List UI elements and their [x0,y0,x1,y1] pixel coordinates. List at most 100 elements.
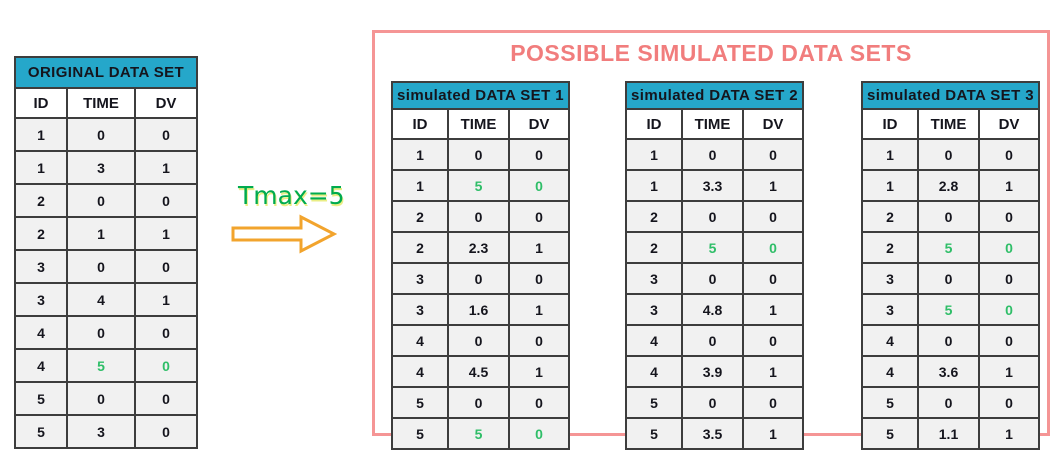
id-cell: 4 [14,348,68,383]
id-cell: 2 [861,231,919,264]
dv-cell: 0 [134,414,198,449]
id-cell: 4 [625,355,683,388]
dv-cell: 0 [741,138,805,171]
id-cell: 2 [14,183,68,218]
time-cell: 5 [447,417,510,450]
time-cell: 3.3 [681,169,744,202]
dv-cell: 0 [134,315,198,350]
dv-cell: 1 [134,216,198,251]
simulated-table-1-title: simulated DATA SET 1 [390,81,571,110]
dv-cell: 0 [134,183,198,218]
id-cell: 5 [391,386,449,419]
dv-cell: 1 [507,355,571,388]
id-cell: 2 [861,200,919,233]
simulated-table-3-title-row: simulated DATA SET 3 [860,81,1041,110]
id-cell: 4 [14,315,68,350]
id-cell: 3 [625,293,683,326]
dv-cell: 0 [134,381,198,416]
column-header: DV [507,108,571,140]
time-cell: 0 [917,138,980,171]
time-cell: 3.9 [681,355,744,388]
time-cell: 0 [447,138,510,171]
id-cell: 2 [14,216,68,251]
time-cell: 2.3 [447,231,510,264]
original-table-title-row: ORIGINAL DATA SET [14,56,198,89]
id-cell: 2 [391,200,449,233]
id-cell: 4 [861,324,919,357]
dv-cell: 1 [741,355,805,388]
time-cell: 0 [681,138,744,171]
time-cell: 0 [66,249,136,284]
id-cell: 5 [625,386,683,419]
id-cell: 5 [625,417,683,450]
dv-cell: 0 [741,324,805,357]
time-cell: 4 [66,282,136,317]
dv-cell: 1 [977,169,1041,202]
time-cell: 3 [66,150,136,185]
time-cell: 0 [447,386,510,419]
column-header: DV [977,108,1041,140]
id-cell: 1 [14,117,68,152]
dv-cell: 0 [741,200,805,233]
dv-cell: 0 [977,200,1041,233]
dv-cell: 1 [741,169,805,202]
dv-cell: 1 [507,231,571,264]
id-cell: 1 [391,169,449,202]
time-cell: 5 [447,169,510,202]
dv-cell: 1 [741,293,805,326]
time-cell: 0 [66,117,136,152]
dv-cell: 0 [507,262,571,295]
time-cell: 0 [917,386,980,419]
dv-cell: 0 [977,138,1041,171]
id-cell: 4 [861,355,919,388]
simulated-table-2-title-row: simulated DATA SET 2 [624,81,805,110]
dv-cell: 1 [977,417,1041,450]
dv-cell: 0 [741,386,805,419]
time-cell: 5 [66,348,136,383]
id-cell: 1 [625,169,683,202]
id-cell: 3 [14,282,68,317]
dv-cell: 0 [507,324,571,357]
time-cell: 0 [447,262,510,295]
dv-cell: 0 [977,293,1041,326]
time-cell: 0 [66,315,136,350]
id-cell: 3 [625,262,683,295]
dv-cell: 0 [741,262,805,295]
id-cell: 3 [391,262,449,295]
column-header: ID [14,87,68,119]
id-cell: 4 [625,324,683,357]
dv-cell: 0 [977,231,1041,264]
id-cell: 1 [14,150,68,185]
id-cell: 3 [14,249,68,284]
dv-cell: 0 [134,249,198,284]
dv-cell: 0 [741,231,805,264]
time-cell: 0 [681,324,744,357]
column-header: TIME [66,87,136,119]
